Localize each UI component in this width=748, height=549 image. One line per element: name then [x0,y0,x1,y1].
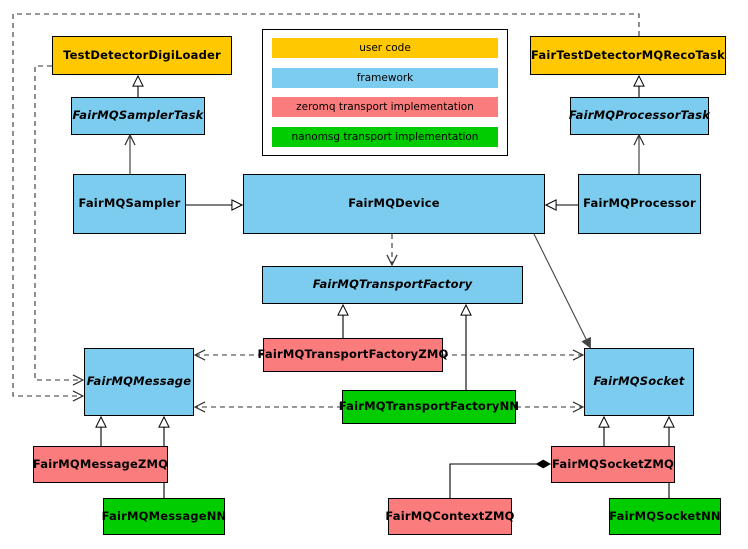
class-box-fairmqmessagezmq[interactable]: FairMQMessageZMQ [33,446,168,483]
class-label: FairMQSocketNN [609,508,721,523]
class-box-fairmqmessagenn[interactable]: FairMQMessageNN [101,498,227,535]
legend-box: user code framework zeromq transport imp… [262,29,508,156]
class-label: FairTestDetectorMQRecoTask [531,47,725,62]
legend-label: user code [359,42,411,54]
class-label: FairMQDevice [348,196,440,211]
legend-label: framework [356,71,414,84]
class-box-fairmqsocketzmq[interactable]: FairMQSocketZMQ [551,446,675,483]
class-box-fairmqcontextzmq[interactable]: FairMQContextZMQ [385,498,515,535]
class-label: FairMQProcessorTask [568,108,711,123]
class-label: FairMQTransportFactoryNN [338,399,520,414]
class-box-fairmqprocessortask[interactable]: FairMQProcessorTask [568,97,711,135]
class-label: FairMQMessage [86,374,192,389]
class-label: FairMQMessageZMQ [32,456,169,471]
class-box-fairmqmessage[interactable]: FairMQMessage [84,348,194,416]
class-box-fairmqtransportfactoryzmq[interactable]: FairMQTransportFactoryZMQ [258,338,448,372]
class-label: FairMQContextZMQ [385,508,515,523]
class-label: TestDetectorDigiLoader [63,47,221,62]
legend-label: zeromq transport implementation [296,101,474,114]
class-label: FairMQProcessor [583,196,696,211]
class-label: FairMQSocket [593,374,685,389]
class-label: FairMQSampler [78,196,181,211]
legend-item-framework: framework [272,67,498,88]
class-box-fairmqsocket[interactable]: FairMQSocket [584,348,694,416]
legend-item-zeromq: zeromq transport implementation [272,97,498,118]
legend-item-user-code: user code [272,38,498,58]
class-label: FairMQMessageNN [101,508,227,523]
class-box-fairtestdetectormqrecotask[interactable]: FairTestDetectorMQRecoTask [530,36,726,75]
class-label: FairMQTransportFactoryZMQ [257,347,449,362]
class-box-fairmqtransportfactory[interactable]: FairMQTransportFactory [262,266,523,304]
edge-socketzmq-composes-contextzmq [449,459,551,498]
class-label: FairMQTransportFactory [312,277,473,292]
class-label: FairMQSamplerTask [72,108,204,123]
class-box-fairmqsampler[interactable]: FairMQSampler [73,174,186,234]
class-box-fairmqsocketnn[interactable]: FairMQSocketNN [609,498,721,535]
edge-device-to-socket [533,233,590,347]
legend-item-nanomsg: nanomsg transport implementation [272,126,498,147]
class-box-fairmqprocessor[interactable]: FairMQProcessor [578,174,701,234]
class-box-testdetectordigiloader[interactable]: TestDetectorDigiLoader [52,36,232,75]
class-box-fairmqdevice[interactable]: FairMQDevice [243,174,545,234]
class-box-fairmqtransportfactorynn[interactable]: FairMQTransportFactoryNN [339,390,519,424]
class-label: FairMQSocketZMQ [552,456,674,471]
class-box-fairmqsamplertask[interactable]: FairMQSamplerTask [71,97,205,135]
legend-label: nanomsg transport implementation [291,130,479,143]
